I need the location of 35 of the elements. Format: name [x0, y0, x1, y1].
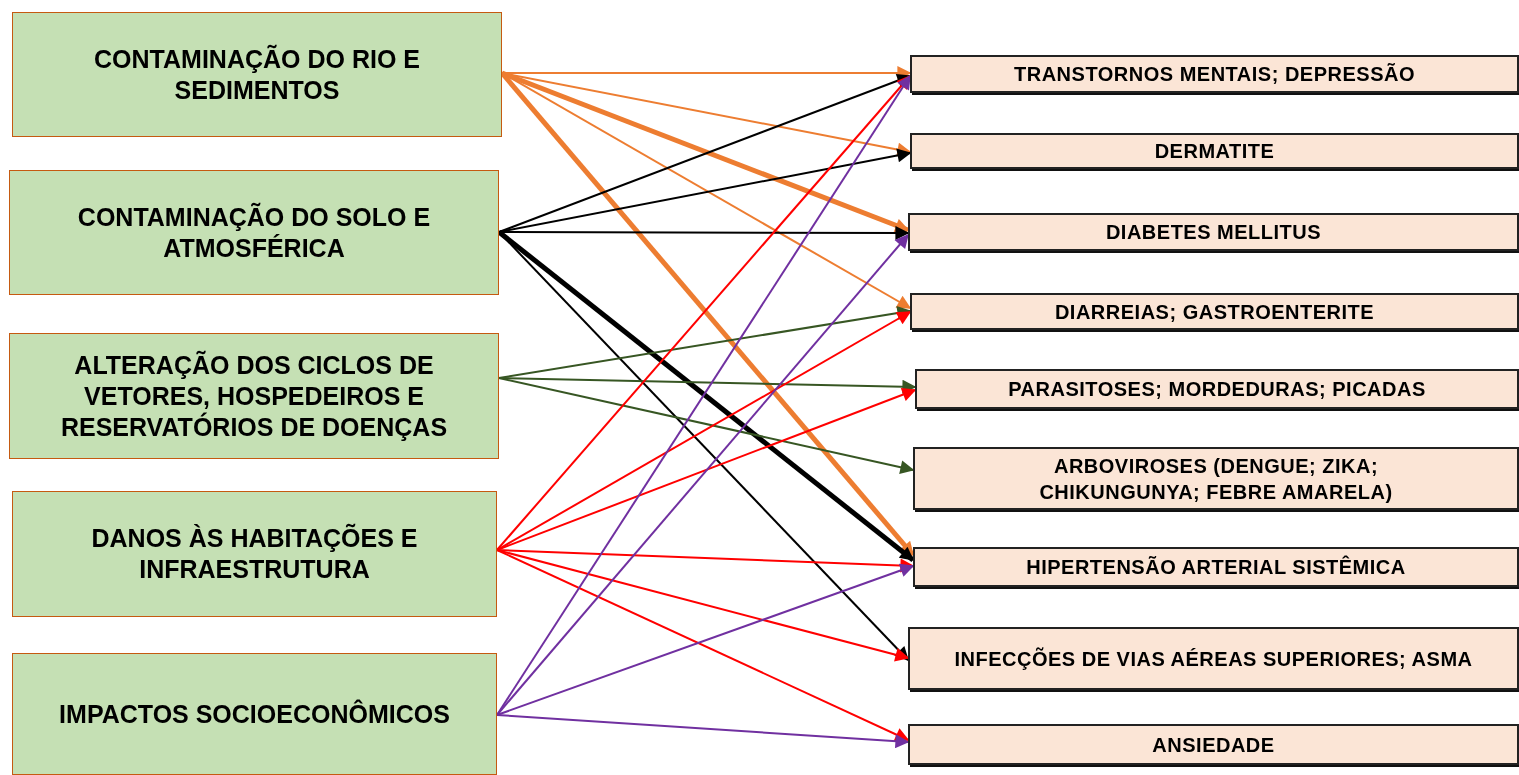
arrow [496, 549, 910, 742]
disease-box [913, 547, 1519, 587]
arrow [497, 230, 915, 562]
arrow [496, 549, 910, 662]
disease-box [908, 627, 1519, 690]
cause-box [12, 653, 497, 775]
disease-box [908, 724, 1519, 765]
arrow [496, 563, 915, 716]
cause-box [12, 491, 497, 617]
disease-box [908, 213, 1519, 251]
arrow [498, 148, 912, 233]
disease-box [910, 133, 1519, 169]
arrow [498, 377, 915, 475]
box-text: DIABETES MELLITUS [1105, 220, 1322, 245]
box-text: DANOS ÀS HABITAÇÕES E INFRAESTRUTURA [90, 523, 419, 585]
disease-box [910, 293, 1519, 330]
box-text: ANSIEDADE [1152, 732, 1275, 758]
box-text: CONTAMINAÇÃO DO SOLO E ATMOSFÉRICA [76, 201, 432, 264]
box-text: IMPACTOS SOCIOECONÔMICOS [59, 698, 450, 730]
box-text: PARASITOSES; MORDEDURAS; PICADAS [1008, 377, 1426, 402]
cause-box [9, 333, 499, 459]
box-text: DIARREIAS; GASTROENTERITE [1054, 299, 1375, 325]
disease-box [913, 447, 1519, 510]
disease-box [915, 369, 1519, 409]
box-text: TRANSTORNOS MENTAIS; DEPRESSÃO [1014, 62, 1415, 87]
box-text: ARBOVIROSES (DENGUE; ZIKA; CHIKUNGUNYA; FEBRE AMARELA) [1038, 453, 1394, 505]
box-text: INFECÇÕES DE VIAS AÉREAS SUPERIORES; ASMA [954, 646, 1473, 672]
arrow [496, 714, 910, 749]
cause-box [9, 170, 499, 295]
box-text: HIPERTENSÃO ARTERIAL SISTÊMICA [1026, 554, 1406, 580]
box-text: CONTAMINAÇÃO DO RIO E SEDIMENTOS [93, 43, 421, 106]
cause-box [12, 12, 502, 137]
disease-box [910, 55, 1519, 93]
box-text: DERMATITE [1154, 139, 1275, 164]
box-text: ALTERAÇÃO DOS CICLOS DE VETORES, HOSPEDEIROS E RESERVATÓRIOS DE DOENÇAS [59, 349, 449, 443]
